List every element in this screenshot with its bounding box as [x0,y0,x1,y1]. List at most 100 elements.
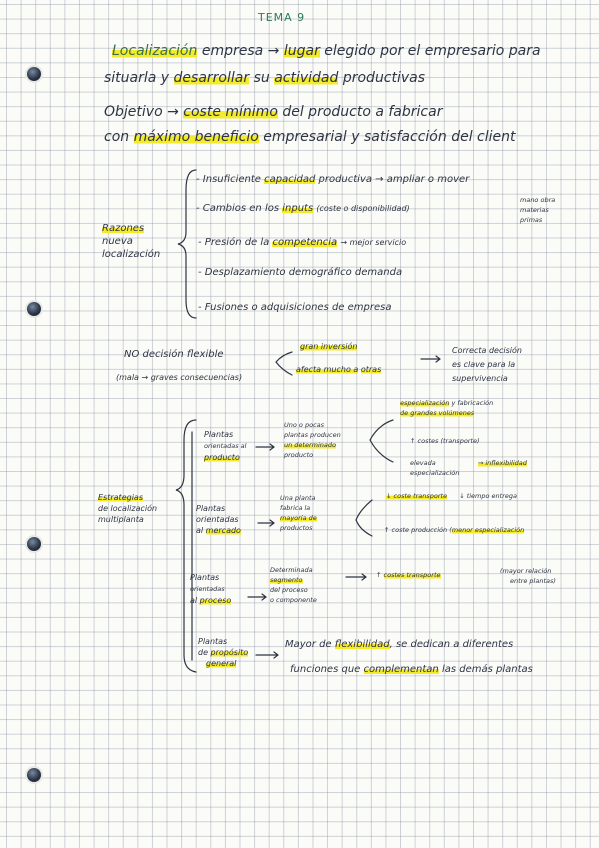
razon-text: - Presión de la [198,237,270,248]
binder-hole-3 [27,537,41,551]
objetivo-text: del producto a fabricar [282,104,443,120]
objetivo-line-2: con máximo beneficio empresarial y satis… [104,129,516,145]
razon-4: - Desplazamiento demográfico demanda [198,267,403,278]
term-proceso: proceso [199,596,232,605]
intro-text: situarla y [104,70,170,86]
estrategias-label: Estrategias de localización multiplanta [98,492,157,525]
planta-label: Plantas [198,637,228,646]
razones-label: Razones nueva localización [102,222,160,261]
razon-1: - Insuficiente capacidad productiva → am… [196,174,470,185]
term-mercado: mercado [205,526,241,535]
term-maximo-beneficio: máximo beneficio [133,129,259,145]
desc: ↑ [376,571,382,579]
binder-hole-2 [27,302,41,316]
desc: elevada [410,459,436,467]
razon-text: (coste o disponibilidad) [316,204,410,213]
desc: o componente [270,596,317,604]
planta-mercado-desc: Una planta fabrica la mayoría de product… [280,493,317,533]
decision-result-1: Correcta decisión [452,346,522,355]
planta-label: al [190,596,198,605]
planta-proceso: Plantas orientadas al proceso [190,572,232,606]
page-title: TEMA 9 [258,11,306,24]
term-producto: producto [204,453,240,462]
bracket-p1 [369,419,394,463]
arrow-p2 [257,519,275,527]
razones-bracket [177,169,197,319]
objetivo-line-1: Objetivo → coste mínimo del producto a f… [104,104,443,120]
planta-mercado-transporte: ↓ coste transporte ↓ tiempo entrega [386,492,517,500]
razones-label-2: nueva [102,236,133,247]
decision-result-2: es clave para la [452,360,516,369]
term-otras: otras [360,365,382,374]
razones-label-3: localización [102,249,161,260]
detail-materias: materias [520,206,549,214]
planta-mercado: Plantas orientadas al mercado [196,503,241,536]
desc: (mayor relación [500,567,552,575]
razon-2-detail: mano obra materias primas [520,195,555,225]
term-desarrollar: desarrollar [173,70,250,86]
razones-label-1: Razones [102,223,145,234]
desc: del proceso [270,586,308,594]
desc: productos [280,524,313,532]
planta-label: orientadas [190,585,225,593]
arrow-p3b [345,573,367,581]
binder-hole-1 [27,67,41,81]
term-coste-minimo: coste mínimo [183,104,278,120]
razon-5: - Fusiones o adquisiciones de empresa [198,302,392,313]
decision-bracket [275,351,293,376]
binder-hole-4 [27,768,41,782]
term-gran-inversion: gran inversión [300,342,358,351]
term-flexibilidad: flexibilidad [334,639,390,650]
intro-line-1: Localización empresa → lugar elegido por… [112,43,541,59]
arrow-p3 [247,593,267,601]
estrategias-label-3: multiplanta [98,515,144,524]
decision-main: NO decisión flexible [124,349,224,360]
razon-2: - Cambios en los inputs (coste o disponi… [196,203,410,214]
term-complementan: complementan [363,664,439,675]
desc: entre plantas) [510,577,556,585]
objetivo-text: empresarial y satisfacción del client [263,129,516,145]
term-inputs: inputs [282,203,314,214]
planta-producto-inflexibilidad: elevada → inflexibilidad especialización [410,458,527,478]
planta-producto-costes: ↑ costes (transporte) [410,437,480,445]
term-proposito: propósito [210,648,249,657]
term-especializacion: especialización [400,399,450,407]
intro-text: productivas [342,70,426,86]
desc: un determinado [284,441,336,449]
term-menor-especializacion: menor especialización [451,526,525,534]
planta-label: Plantas [204,430,234,439]
desc: plantas producen [284,431,341,439]
detail-mano-obra: mano obra [520,196,556,204]
razon-text: - Insuficiente [196,174,261,185]
estrategias-bracket [175,419,197,673]
decision-note: (mala → graves consecuencias) [116,373,243,382]
term-grandes-volumenes: de grandes volúmenes [400,409,475,417]
planta-label: orientadas [196,515,239,524]
decision-gran-inversion: gran inversión [300,342,358,351]
desc: funciones que [290,664,361,675]
arrow-p1 [255,443,275,451]
planta-general: Plantas de propósito general [198,636,249,669]
intro-text: elegido por el empresario para [324,43,541,59]
intro-text: su [253,70,270,86]
desc: fabrica la [280,504,311,512]
desc: Determinada [270,566,313,574]
planta-proceso-relacion: (mayor relación entre plantas) [500,566,556,586]
term-lugar: lugar [283,43,320,59]
desc: , se dedican a diferentes [389,639,514,650]
planta-producto: Plantas orientadas al producto [204,429,246,463]
estrategias-label-1: Estrategias [98,493,143,502]
razon-text: - Cambios en los [196,203,280,214]
decision-afecta: afecta mucho a otras [296,365,382,374]
razon-text: productiva → ampliar o mover [318,174,470,185]
desc: Mayor de [285,639,332,650]
desc: Una planta [280,494,316,502]
desc: mayoría de [280,514,317,522]
arrow-p4 [255,651,279,659]
term-inflexibilidad: → inflexibilidad [477,459,527,467]
planta-proceso-costes: ↑ costes transporte [376,571,441,579]
planta-general-desc-1: Mayor de flexibilidad, se dedican a dife… [285,639,514,650]
desc: las demás plantas [441,664,533,675]
desc: Uno o pocas [284,421,325,429]
